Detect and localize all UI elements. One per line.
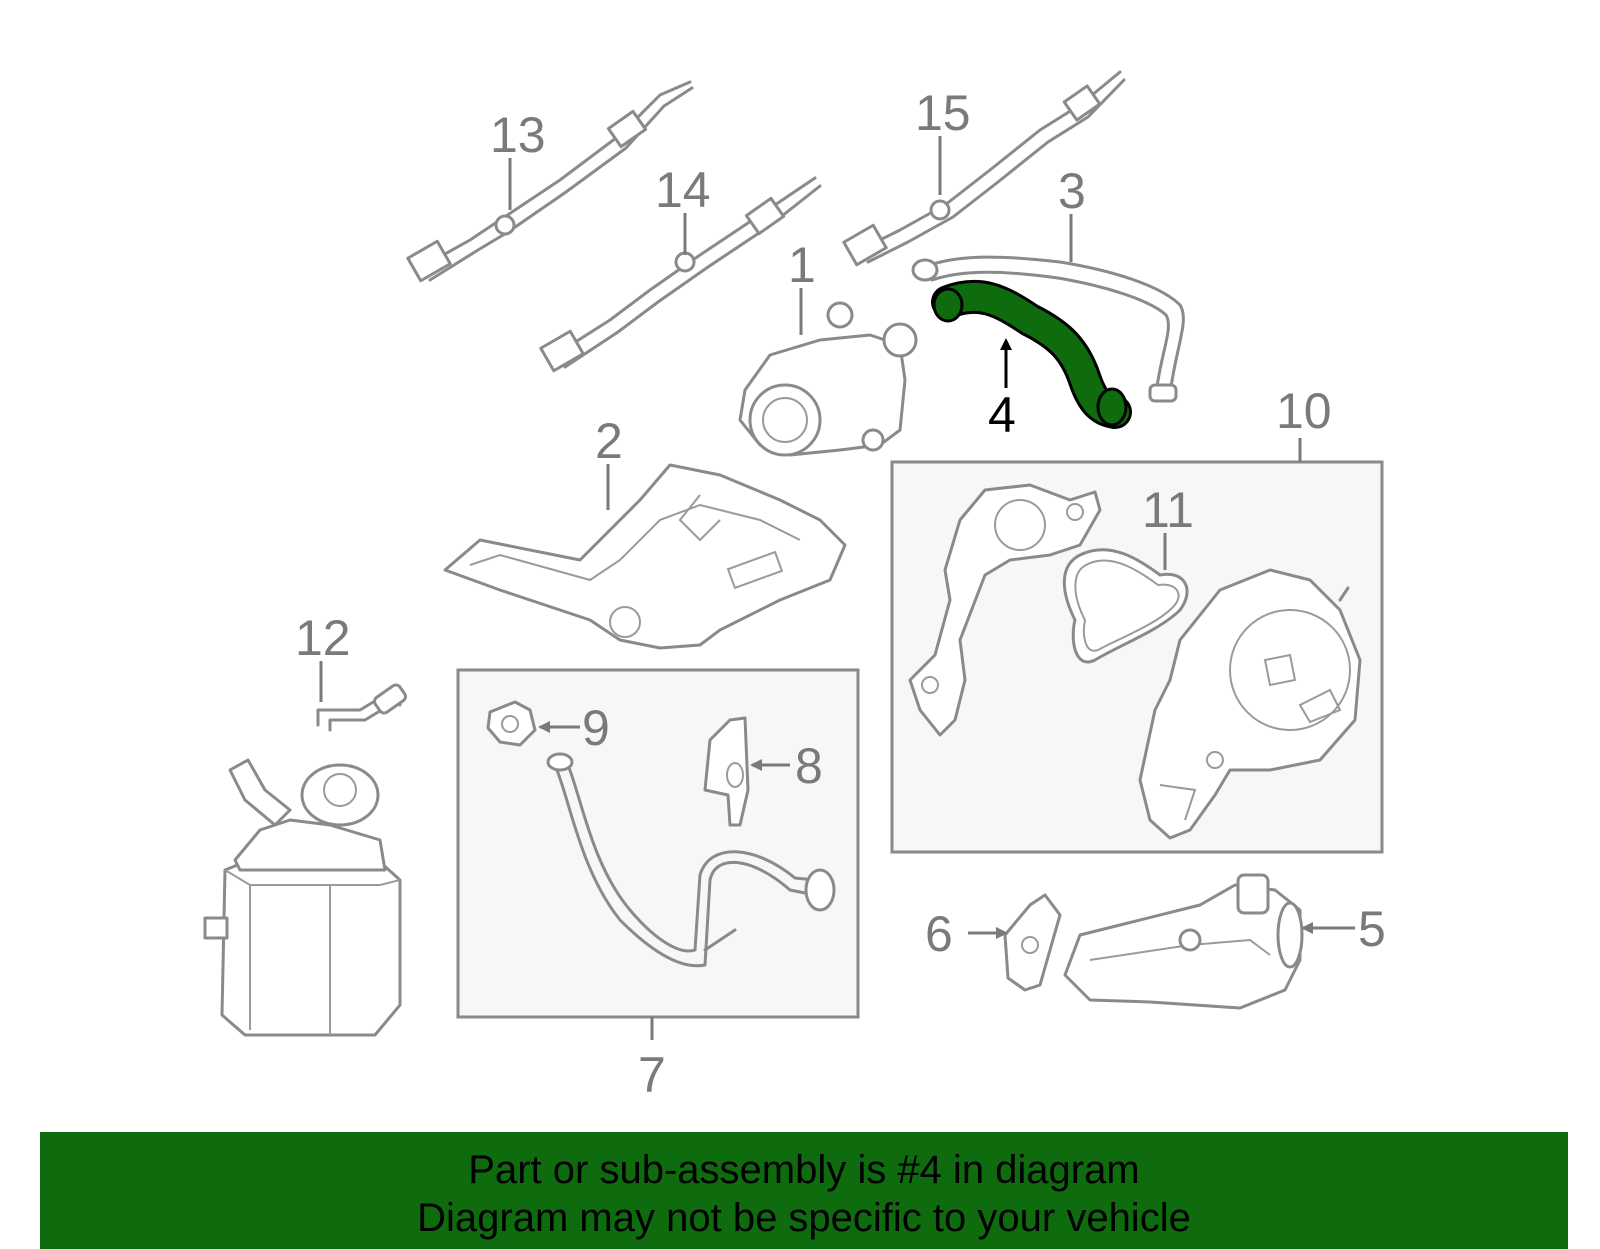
info-banner: Part or sub-assembly is #4 in diagram Di…	[40, 1132, 1568, 1249]
part-7-pipe[interactable]	[546, 752, 836, 968]
callout-8: 8	[795, 738, 823, 794]
part-6-gasket[interactable]	[1003, 893, 1062, 992]
callout-13: 13	[490, 107, 546, 163]
callout-4: 4	[988, 387, 1016, 443]
callout-14: 14	[655, 162, 711, 218]
banner-line-2: Diagram may not be specific to your vehi…	[417, 1196, 1191, 1240]
arrow-9	[538, 721, 550, 733]
part-5-pump[interactable]	[1063, 873, 1304, 1010]
arrow-6	[996, 927, 1008, 939]
arrow-4	[1000, 338, 1012, 350]
callout-6: 6	[925, 906, 953, 962]
part-11-gasket[interactable]	[1062, 548, 1189, 664]
callout-11: 11	[1142, 482, 1194, 538]
arrow-5	[1301, 922, 1313, 934]
part-3-hose[interactable]	[911, 255, 1185, 403]
part-2-shield[interactable]	[443, 463, 847, 650]
part-10-gasket-plate[interactable]	[908, 483, 1102, 737]
banner-line-1: Part or sub-assembly is #4 in diagram	[468, 1148, 1140, 1192]
part-8-bracket[interactable]	[703, 716, 750, 827]
callout-12: 12	[295, 610, 351, 666]
arrow-8	[750, 759, 762, 771]
part-15-sensor-cable[interactable]	[842, 70, 1126, 267]
part-13-sensor-cable[interactable]	[406, 80, 694, 283]
callout-9: 9	[582, 700, 610, 756]
part-4-hose-highlighted[interactable]	[931, 279, 1132, 429]
callout-5: 5	[1358, 901, 1386, 957]
part-9-gasket[interactable]	[486, 700, 537, 747]
callout-2: 2	[595, 413, 623, 469]
callout-1: 1	[788, 237, 816, 293]
callout-3: 3	[1058, 163, 1086, 219]
part-10-pump-housing[interactable]	[1138, 568, 1362, 840]
part-12-canister[interactable]	[203, 683, 407, 1037]
callout-15: 15	[915, 85, 971, 141]
callout-7: 7	[638, 1047, 666, 1103]
part-1-pump[interactable]	[738, 301, 918, 457]
callout-10: 10	[1276, 383, 1332, 439]
